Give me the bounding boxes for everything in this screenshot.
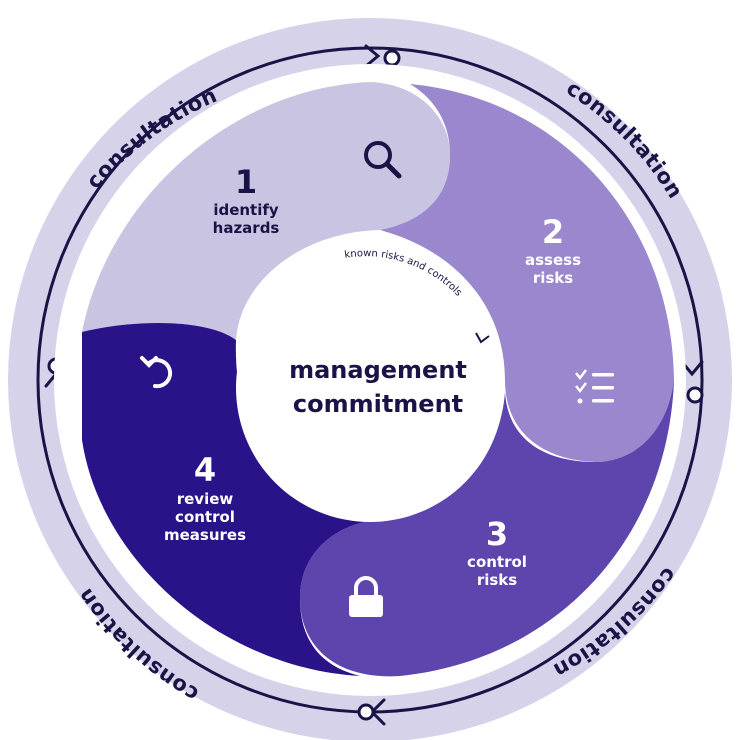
step-3-label-line1: control xyxy=(467,553,527,571)
step-2-label-line2: risks xyxy=(533,269,573,287)
step-4-label-line1: review xyxy=(177,490,234,508)
checklist-icon xyxy=(575,369,614,404)
center-circle xyxy=(236,254,504,522)
step-1-label-line1: identify xyxy=(213,201,279,219)
step-2-segment xyxy=(380,84,674,462)
step-4-number: 4 xyxy=(194,451,216,489)
cycle-arrow-top xyxy=(364,44,381,68)
lock-icon xyxy=(349,576,383,617)
step-1-segment xyxy=(82,82,450,340)
step-3-number: 3 xyxy=(486,515,508,553)
step-4-label-line3: measures xyxy=(164,526,246,544)
step-2-label-line1: assess xyxy=(525,251,581,269)
step-1-label-line2: hazards xyxy=(213,219,280,237)
step-4-label-line2: control xyxy=(175,508,235,526)
known-risks-arrow xyxy=(475,332,490,344)
step-1-number: 1 xyxy=(235,163,257,201)
step-3-segment xyxy=(300,380,674,677)
step-2-number: 2 xyxy=(542,213,564,251)
search-icon xyxy=(364,141,402,179)
step-4-segment xyxy=(82,322,380,676)
cycle-node-bottom xyxy=(357,703,375,721)
center-title-line1: management xyxy=(289,356,467,384)
cycle-node-right xyxy=(686,386,704,404)
cycle-node-top xyxy=(383,49,401,67)
center-title-line2: commitment xyxy=(293,390,463,418)
step-3-label-line2: risks xyxy=(477,571,517,589)
undo-icon xyxy=(140,356,173,389)
